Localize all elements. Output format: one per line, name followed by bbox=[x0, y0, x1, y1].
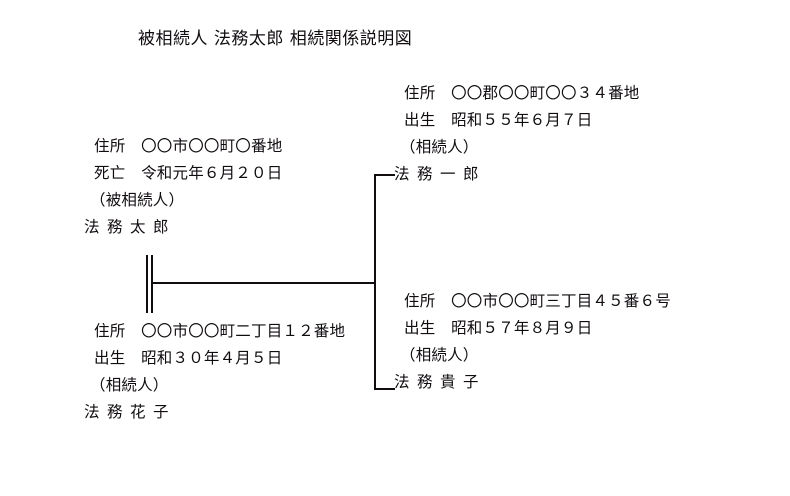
child-first-address: 住所 〇〇郡〇〇町〇〇３４番地 bbox=[404, 84, 640, 102]
decedent-name: 法務太郎 bbox=[84, 218, 177, 236]
spouse-birth-date: 出生 昭和３０年４月５日 bbox=[94, 349, 283, 367]
marriage-line-left bbox=[146, 255, 148, 313]
spouse-relation-label: （相続人） bbox=[90, 376, 169, 394]
child-trunk-line bbox=[374, 174, 376, 390]
child-second-name: 法務貴子 bbox=[394, 373, 487, 391]
descent-line bbox=[152, 282, 376, 284]
decedent-address: 住所 〇〇市〇〇町〇番地 bbox=[94, 137, 283, 155]
child-stub-top bbox=[374, 174, 395, 176]
child-first-birth-date: 出生 昭和５５年６月７日 bbox=[404, 111, 593, 129]
child-second-address: 住所 〇〇市〇〇町三丁目４５番６号 bbox=[404, 292, 671, 310]
person-block-child-first: 住所 〇〇郡〇〇町〇〇３４番地 出生 昭和５５年６月７日 （相続人） 法務一郎 bbox=[394, 80, 640, 188]
child-second-relation-label: （相続人） bbox=[400, 346, 479, 364]
child-second-birth-date: 出生 昭和５７年８月９日 bbox=[404, 319, 593, 337]
page-title: 被相続人 法務太郎 相続関係説明図 bbox=[138, 29, 413, 49]
decedent-death-date: 死亡 令和元年６月２０日 bbox=[94, 164, 283, 182]
child-stub-bottom bbox=[374, 388, 395, 390]
spouse-address: 住所 〇〇市〇〇町二丁目１２番地 bbox=[94, 322, 346, 340]
child-first-relation-label: （相続人） bbox=[400, 138, 479, 156]
child-first-name: 法務一郎 bbox=[394, 165, 487, 183]
person-block-spouse: 住所 〇〇市〇〇町二丁目１２番地 出生 昭和３０年４月５日 （相続人） 法務花子 bbox=[84, 318, 345, 426]
person-block-decedent: 住所 〇〇市〇〇町〇番地 死亡 令和元年６月２０日 （被相続人） 法務太郎 bbox=[84, 133, 282, 241]
spouse-name: 法務花子 bbox=[84, 403, 177, 421]
marriage-line-right bbox=[151, 255, 153, 313]
person-block-child-second: 住所 〇〇市〇〇町三丁目４５番６号 出生 昭和５７年８月９日 （相続人） 法務貴… bbox=[394, 288, 671, 396]
decedent-relation-label: （被相続人） bbox=[90, 191, 185, 209]
